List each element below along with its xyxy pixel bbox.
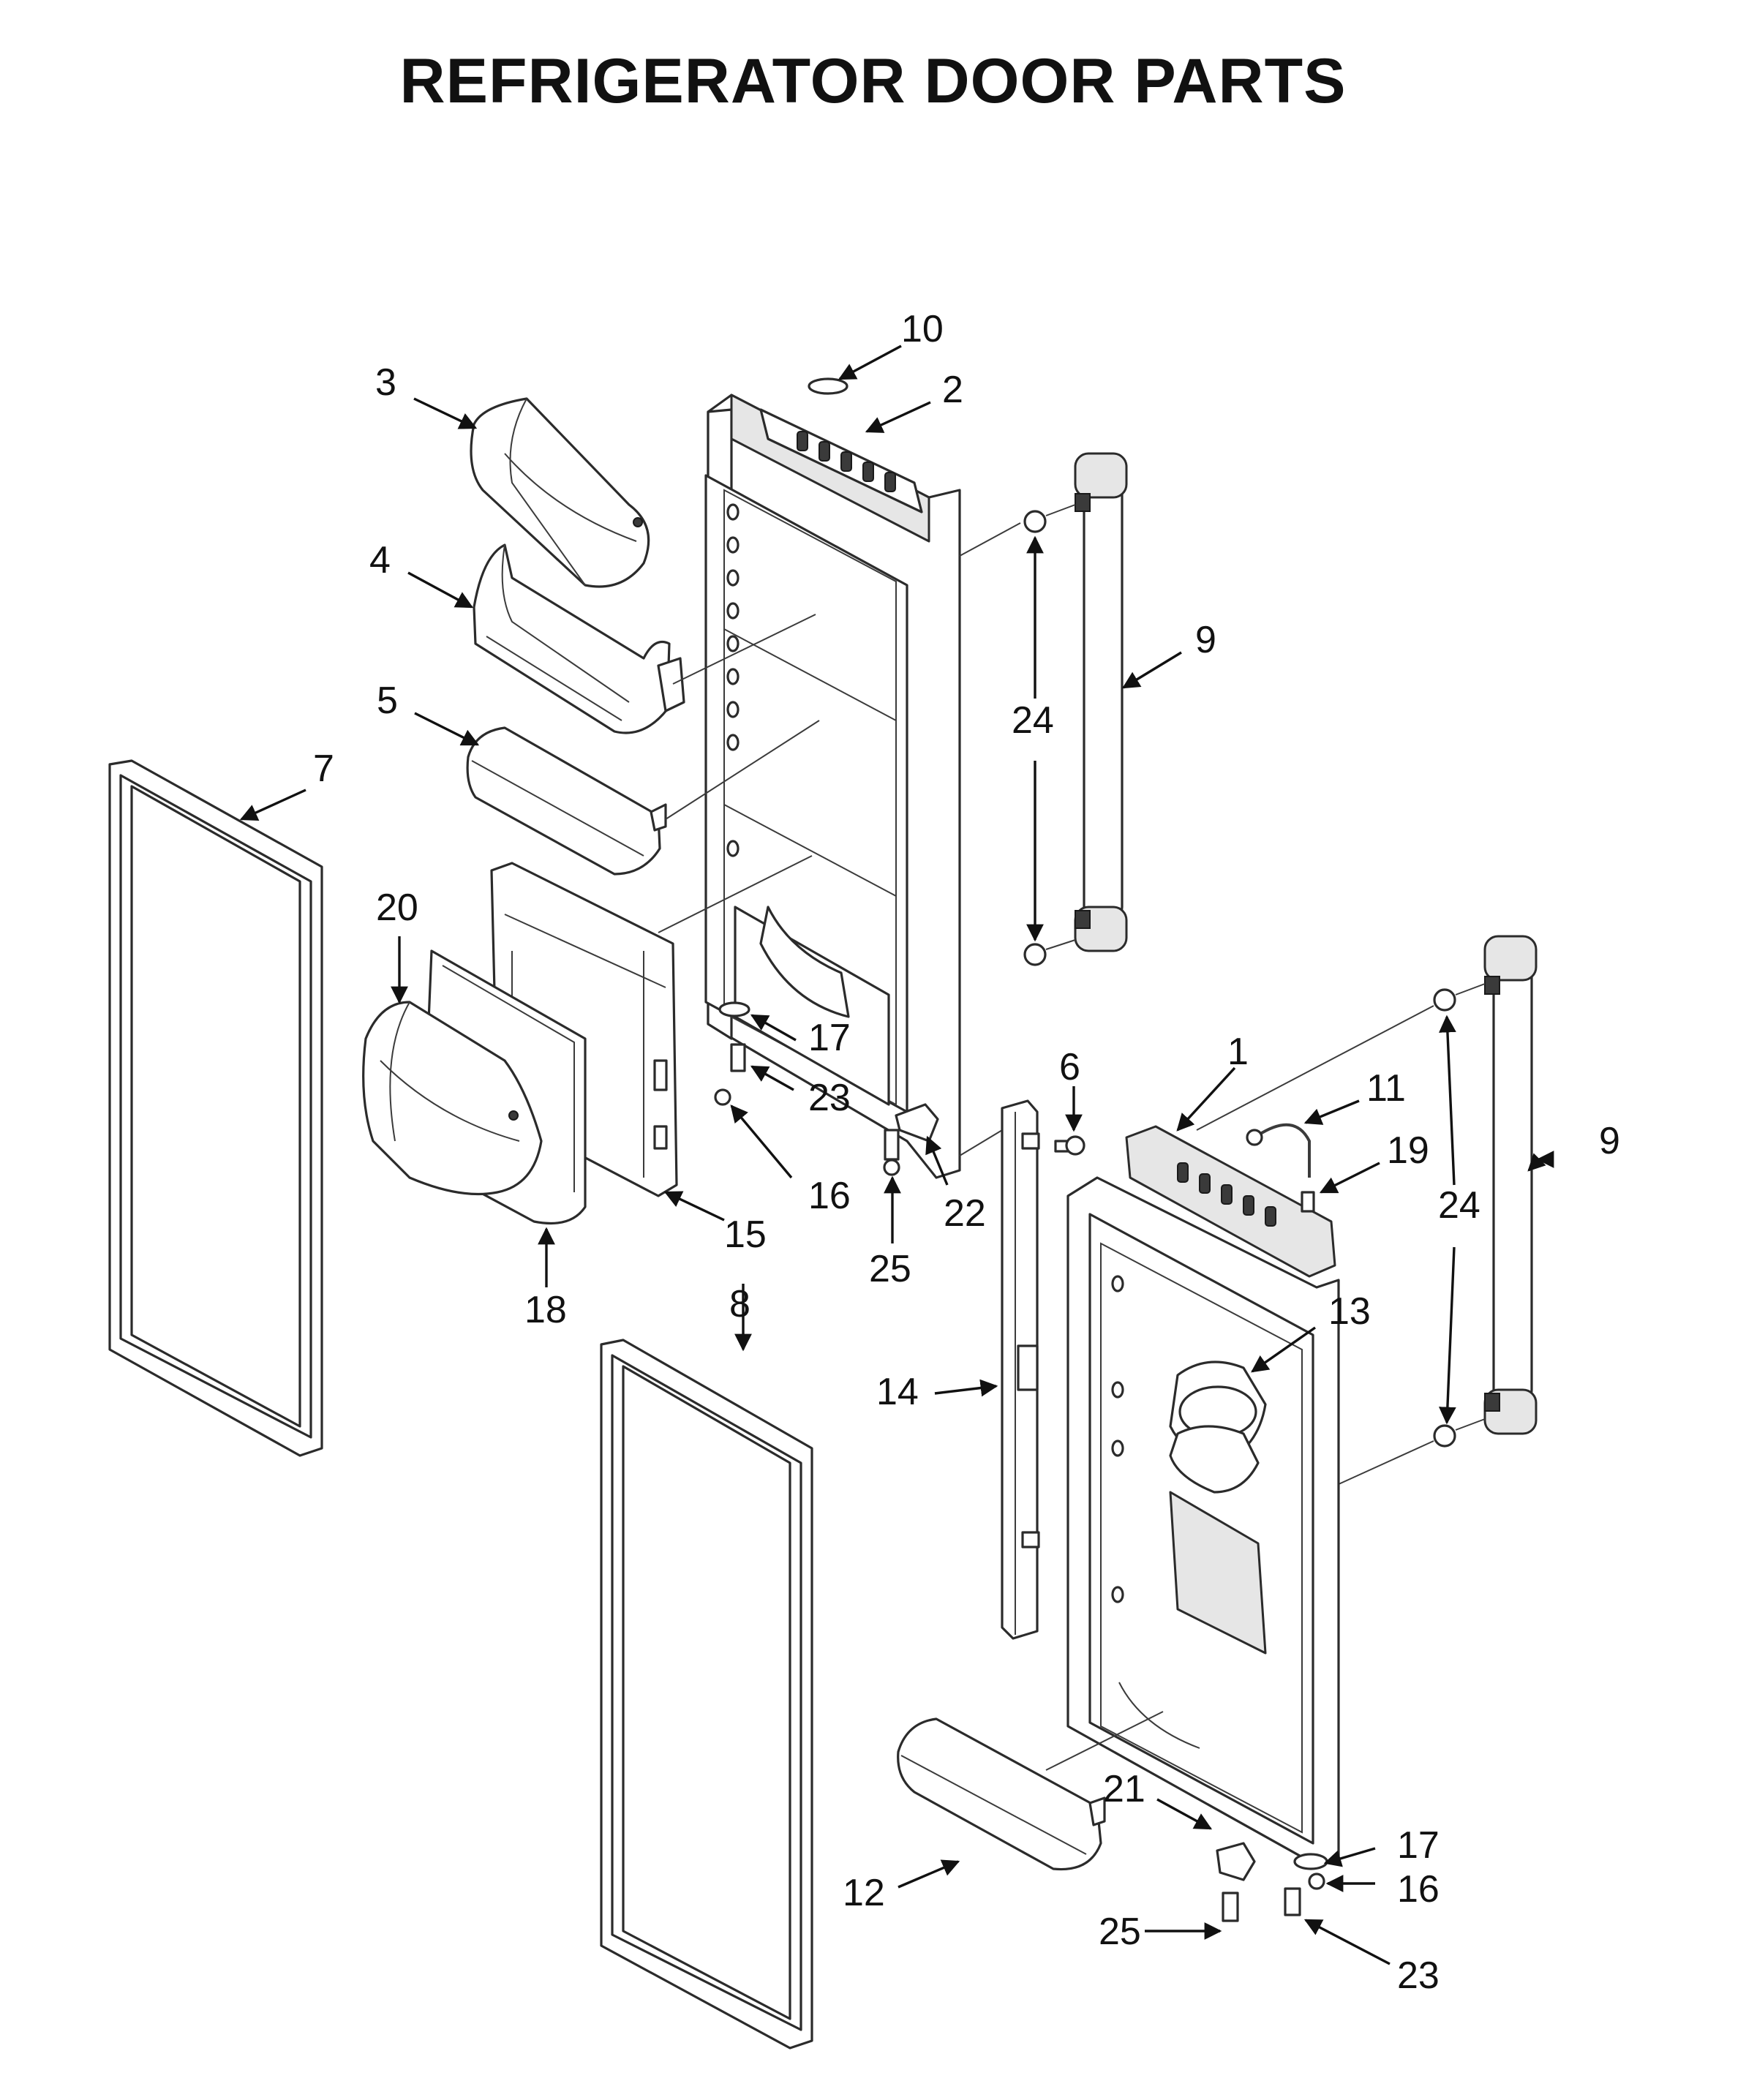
callout-12: 12 [843, 1872, 885, 1914]
callout-2: 2 [942, 369, 963, 411]
callout-23: 23 [808, 1077, 851, 1119]
part-24-studs [1023, 510, 1456, 1448]
part-14-mullion [1001, 1099, 1040, 1640]
callout-24b: 24 [1438, 1184, 1480, 1227]
callout-1: 1 [1227, 1031, 1249, 1073]
bin-guide-line [1045, 1711, 1164, 1771]
callout-25b: 25 [1099, 1911, 1141, 1953]
callout-17b: 17 [1397, 1824, 1440, 1867]
part-6-screw [1054, 1135, 1085, 1156]
callout-11: 11 [1366, 1067, 1406, 1110]
part-22-hinge [895, 1103, 939, 1143]
assembly-guide-lines [658, 522, 1021, 1156]
callout-6: 6 [1059, 1046, 1080, 1088]
callout-8: 8 [729, 1283, 750, 1325]
part-8-gasket [600, 1339, 813, 2050]
part-10-plug [808, 377, 848, 395]
callout-10: 10 [901, 308, 944, 350]
callout-labels: 10 2 3 4 9 24 5 7 20 6 1 11 17 19 23 9 2… [313, 308, 1620, 1997]
callout-14: 14 [876, 1371, 919, 1413]
callout-19: 19 [1387, 1129, 1429, 1172]
callout-18: 18 [524, 1289, 567, 1331]
callout-7: 7 [313, 748, 334, 790]
stud-guide-lines [1045, 504, 1486, 1486]
part-19-fitting [1301, 1191, 1315, 1213]
callout-22: 22 [944, 1192, 986, 1235]
right-hinge-hardware [1222, 1853, 1328, 1922]
callout-9: 9 [1195, 619, 1216, 661]
callout-15: 15 [724, 1213, 767, 1256]
part-20-cover [362, 1001, 543, 1196]
callout-5: 5 [377, 680, 398, 722]
callout-17: 17 [808, 1017, 851, 1059]
right-door-liner [1066, 1125, 1340, 1867]
part-9-handle-lower [1483, 935, 1538, 1435]
part-11-tube [1246, 1123, 1311, 1178]
callout-25: 25 [869, 1248, 911, 1290]
part-21-hinge [1216, 1842, 1256, 1881]
part-9-handle-upper [1074, 452, 1128, 952]
callout-21: 21 [1103, 1768, 1145, 1810]
part-7-gasket [108, 759, 323, 1457]
part-3-cover [470, 397, 650, 588]
left-hinge-hardware [714, 1001, 750, 1106]
callout-9b: 9 [1599, 1120, 1620, 1162]
part-5-bin [466, 726, 667, 876]
part-25-screw-left [883, 1129, 900, 1176]
callout-23b: 23 [1397, 1954, 1440, 1997]
callout-13: 13 [1328, 1290, 1371, 1333]
callout-3: 3 [375, 361, 396, 404]
callout-24: 24 [1012, 699, 1054, 742]
part-4-bin [473, 543, 685, 734]
callout-16: 16 [808, 1175, 851, 1217]
callout-20: 20 [376, 887, 418, 929]
part-12-bin [897, 1717, 1106, 1871]
callout-16b: 16 [1397, 1868, 1440, 1911]
callout-leaders [239, 345, 1554, 1965]
callout-4: 4 [369, 539, 391, 582]
diagram-title: REFRIGERATOR DOOR PARTS [399, 46, 1347, 116]
